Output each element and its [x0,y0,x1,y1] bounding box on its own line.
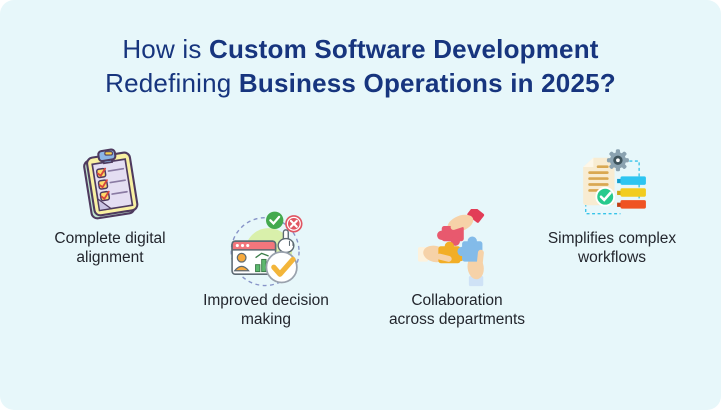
feature-label-line1: Simplifies complex [547,230,677,247]
workflow-gear-icon [525,145,699,223]
title-bold-2: Business Operations in 2025? [238,68,616,98]
title-bold-1: Custom Software Development [208,34,599,64]
feature-label-line2: making [241,310,291,328]
title-regular-1: How is [122,34,209,64]
clipboard-checklist-icon [30,147,190,225]
feature-label-line1: Improved decision [203,292,329,309]
title-regular-2: Redefining [105,68,239,98]
decision-making-icon [180,209,352,289]
collaboration-puzzle-icon [363,209,551,287]
feature-label-line1: Collaboration [411,292,503,309]
feature-label-line1: Complete digital [54,230,166,247]
feature-label-line2: workflows [577,248,647,266]
feature-label-line2: alignment [76,248,144,266]
feature-label-line2: across departments [388,310,526,328]
